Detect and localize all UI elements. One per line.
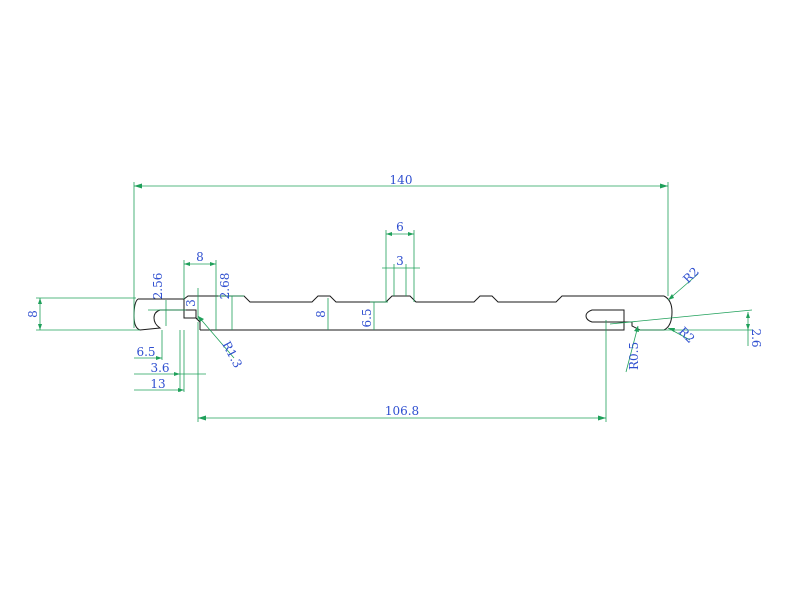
- label-tongue-height: 2.68: [218, 273, 232, 300]
- arrow-1068-right: [598, 415, 606, 421]
- label-left-offset-65: 6.5: [136, 345, 155, 359]
- arrow-r2-top: [668, 294, 674, 300]
- label-tongue-span: 8: [196, 250, 204, 264]
- label-left-offset-13: 13: [150, 377, 165, 391]
- label-radius-small: R1.3: [219, 339, 245, 370]
- profile-bottom-edge: [200, 309, 664, 331]
- ext-line-26-top: [609, 309, 753, 325]
- label-slot-depth: 3: [184, 299, 198, 307]
- profile-top-edge: [138, 295, 664, 303]
- arrow-offset-65: [156, 356, 162, 360]
- arrow-groove-right: [408, 232, 414, 236]
- label-groove-width: 6: [396, 220, 404, 234]
- arrow-26-bottom: [746, 324, 750, 330]
- label-groove-inner: 3: [396, 254, 404, 268]
- label-radius-tiny: R0.5: [627, 342, 641, 370]
- label-left-offset-36: 3.6: [150, 361, 169, 375]
- arrow-r13: [198, 316, 204, 322]
- arrow-offset-36: [174, 372, 180, 376]
- label-slot-span: 106.8: [385, 404, 419, 418]
- arrow-groove-left: [386, 232, 392, 236]
- label-mid-height: 8: [314, 310, 328, 318]
- arrow-left8-bottom: [38, 324, 42, 330]
- label-right-offset: 2.6: [749, 328, 763, 347]
- label-overall-width: 140: [390, 173, 413, 187]
- label-radius-top-right: R2: [680, 264, 702, 286]
- label-profile-height: 8: [26, 310, 40, 318]
- label-groove-height: 6.5: [360, 308, 374, 327]
- arrow-offset-13: [178, 388, 184, 392]
- arrow-tongue-left: [184, 262, 190, 266]
- arrow-r05: [634, 326, 639, 332]
- profile-outline: [133, 295, 673, 331]
- profile-right-end: [663, 295, 673, 331]
- arrow-1068-left: [198, 415, 206, 421]
- leader-r05: [625, 325, 639, 373]
- label-radius-bottom-right: R2: [676, 324, 698, 346]
- arrow-tongue-right: [210, 262, 216, 266]
- arrow-26-top: [746, 312, 750, 318]
- arrow-overall-right: [660, 183, 668, 189]
- label-left-height-small: 2.56: [151, 273, 165, 300]
- dimension-labels: 140 6 3 8 8 2.56 3 2.68 8 6.5 R1.3 R0.5 …: [26, 173, 763, 418]
- arrow-overall-left: [134, 183, 142, 189]
- dimension-lines: [36, 182, 753, 422]
- arrow-left8-top: [38, 298, 42, 304]
- leader-r2-top: [667, 273, 699, 301]
- leader-r13: [197, 315, 235, 359]
